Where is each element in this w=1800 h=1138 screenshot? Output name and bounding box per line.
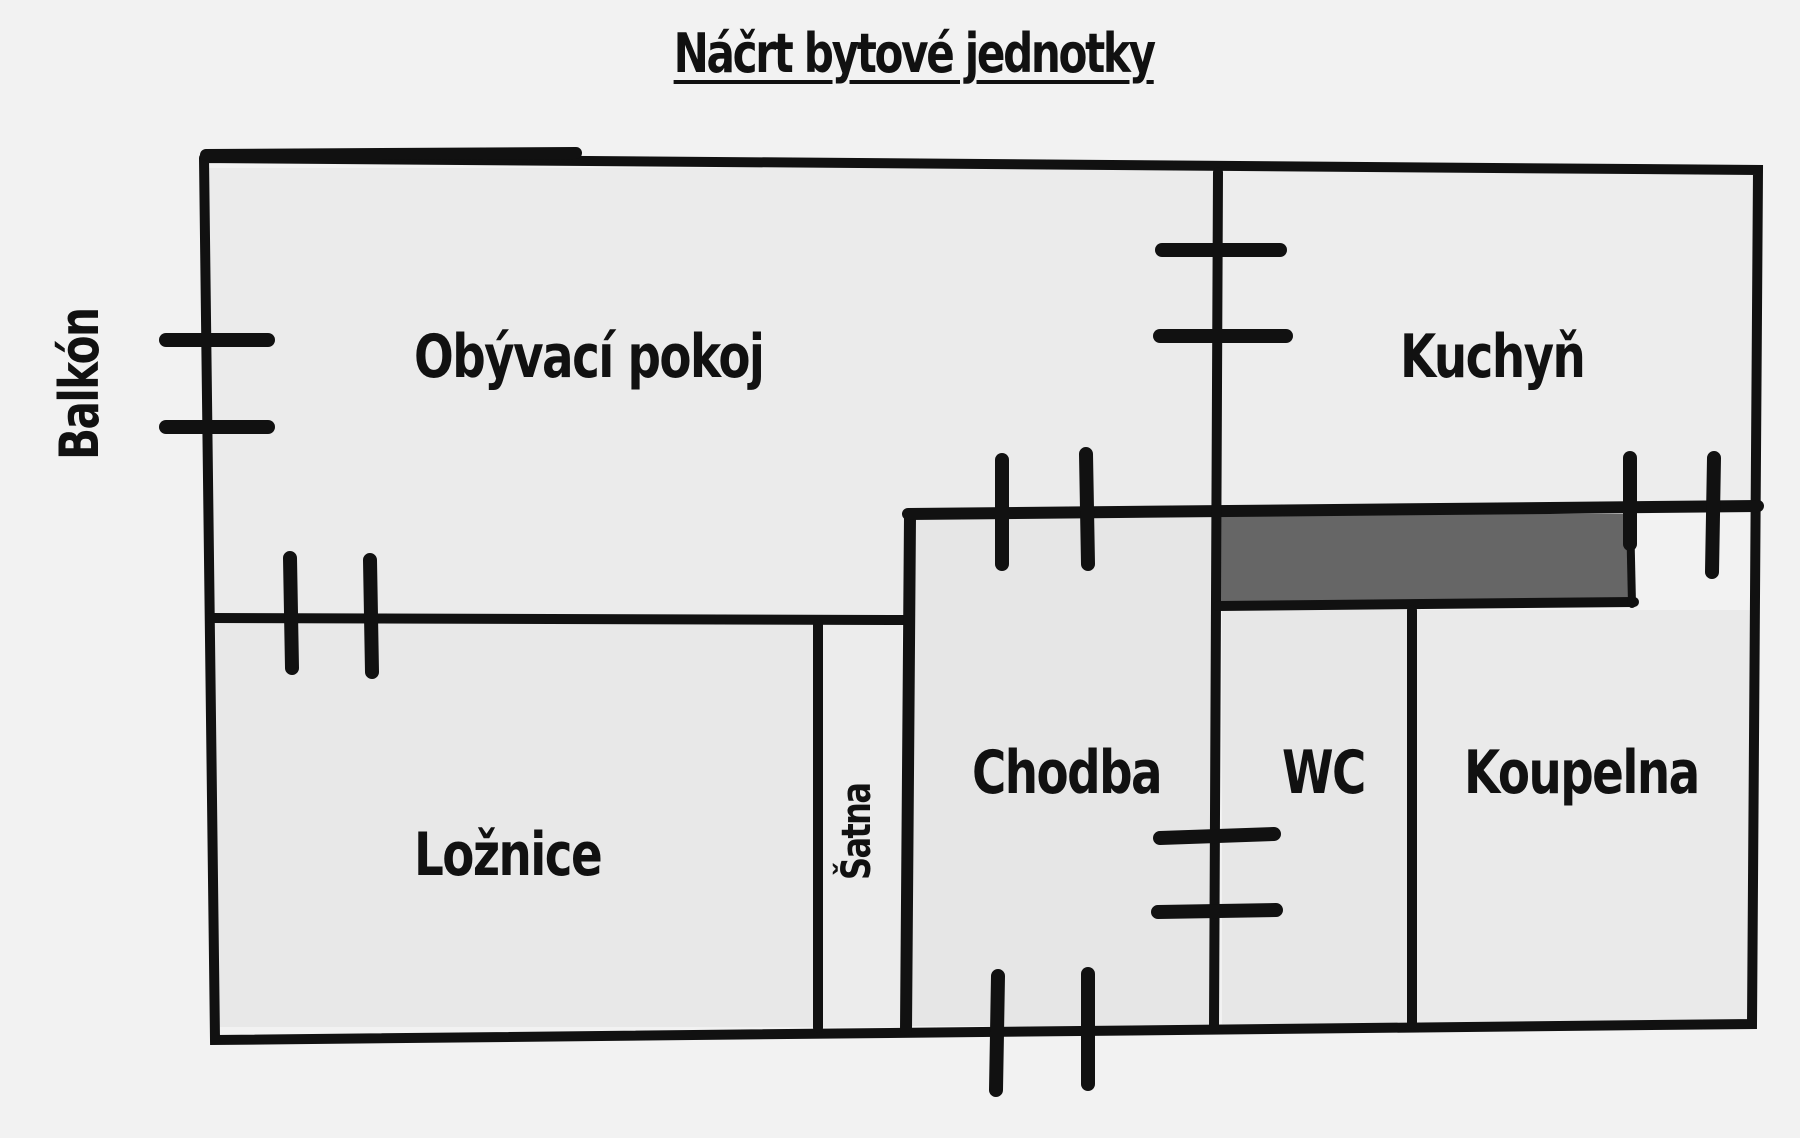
door-mark-wc-2 bbox=[1151, 903, 1283, 919]
installation-shaft bbox=[1220, 514, 1632, 602]
door-mark-living-2 bbox=[1079, 447, 1095, 571]
door-mark-bedroom-1 bbox=[283, 551, 299, 675]
room-label-hallway: Chodba bbox=[972, 738, 1163, 808]
door-mark-bedroom-2 bbox=[363, 553, 379, 679]
room-label-bedroom: Ložnice bbox=[414, 820, 603, 890]
wall-closet-hallway bbox=[900, 510, 916, 1036]
door-mark-bathroom-2 bbox=[1705, 451, 1721, 579]
room-label-balcony: Balkón bbox=[48, 308, 111, 460]
wall-central bbox=[1209, 167, 1223, 1033]
wall-living-bedroom bbox=[205, 613, 913, 625]
room-fill-kitchen bbox=[1220, 168, 1758, 510]
room-fill-hallway bbox=[912, 518, 1218, 1026]
room-label-bathroom: Koupelna bbox=[1464, 738, 1700, 808]
room-fill-closet bbox=[822, 622, 902, 1027]
outer-wall bbox=[199, 153, 1764, 1046]
wall-wc-top bbox=[1213, 597, 1639, 611]
room-label-closet: Šatna bbox=[834, 783, 880, 880]
outer-wall-top-thick bbox=[200, 147, 582, 161]
page-title: Náčrt bytové jednotky bbox=[673, 22, 1156, 85]
door-mark-wc-1 bbox=[1153, 827, 1281, 845]
room-label-kitchen: Kuchyň bbox=[1400, 322, 1586, 392]
room-label-wc: WC bbox=[1282, 738, 1366, 808]
room-fill-wc bbox=[1222, 610, 1408, 1024]
room-fill-bedroom bbox=[212, 622, 820, 1027]
room-fill-bathroom bbox=[1414, 610, 1756, 1022]
door-mark-entrance-1 bbox=[989, 969, 1005, 1097]
room-label-living-room: Obývací pokoj bbox=[414, 322, 765, 392]
wall-hallway-top bbox=[902, 500, 1764, 520]
